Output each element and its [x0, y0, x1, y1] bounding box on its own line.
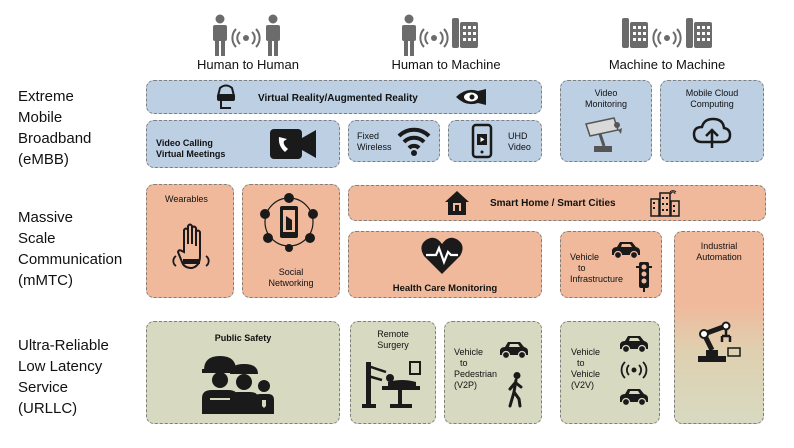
smart-home-label: Smart Home / Smart Cities	[490, 198, 616, 209]
car-icon	[620, 389, 648, 407]
wifi-icon	[397, 127, 431, 156]
cell-v2p	[444, 321, 542, 424]
wireless-signal-icon	[620, 361, 648, 379]
pedestrian-icon	[508, 372, 523, 408]
header-human-to-human: Human to Human	[197, 57, 299, 72]
social-network-icon	[260, 193, 318, 252]
first-responders-icon	[202, 356, 274, 414]
health-care-label: Health Care Monitoring	[392, 283, 498, 294]
car-icon	[500, 342, 528, 360]
traffic-light-icon	[636, 262, 652, 292]
wireless-signal-icon	[231, 28, 261, 48]
wearables-label: Wearables	[165, 194, 208, 204]
wireless-signal-icon	[652, 28, 682, 48]
heart-pulse-icon	[421, 237, 463, 274]
header-machine-to-machine: Machine to Machine	[608, 57, 726, 72]
cell-uhd-video	[448, 120, 542, 162]
cloud-upload-icon	[692, 117, 732, 148]
header-human-to-machine: Human to Machine	[391, 57, 501, 72]
ar-eye-icon	[456, 89, 486, 105]
car-icon	[620, 336, 648, 354]
vr-headset-icon	[216, 84, 236, 109]
video-call-icon	[270, 129, 316, 159]
phone-machine-icon	[686, 18, 712, 48]
robot-arm-icon	[698, 321, 741, 362]
wearable-hand-icon	[172, 223, 210, 270]
smart-home-icon	[445, 191, 469, 215]
cell-mobile-cloud	[660, 80, 764, 162]
person-icon	[402, 14, 416, 56]
person-icon	[213, 14, 227, 56]
wireless-signal-icon	[419, 28, 449, 48]
smartphone-video-icon	[471, 123, 493, 159]
security-camera-icon	[585, 117, 622, 152]
cell-v2v	[560, 321, 660, 424]
person-icon	[266, 14, 280, 56]
phone-machine-icon	[452, 18, 478, 48]
phone-machine-icon	[622, 18, 648, 48]
cell-smart-home	[348, 185, 766, 221]
car-icon	[612, 242, 640, 260]
smart-city-icon	[650, 190, 680, 217]
cell-vr-ar	[146, 80, 542, 114]
public-safety-label: Public Safety	[214, 333, 272, 343]
cell-social-networking	[242, 184, 340, 298]
surgery-icon	[362, 361, 421, 408]
vr-ar-label: Virtual Reality/Augmented Reality	[258, 93, 418, 104]
